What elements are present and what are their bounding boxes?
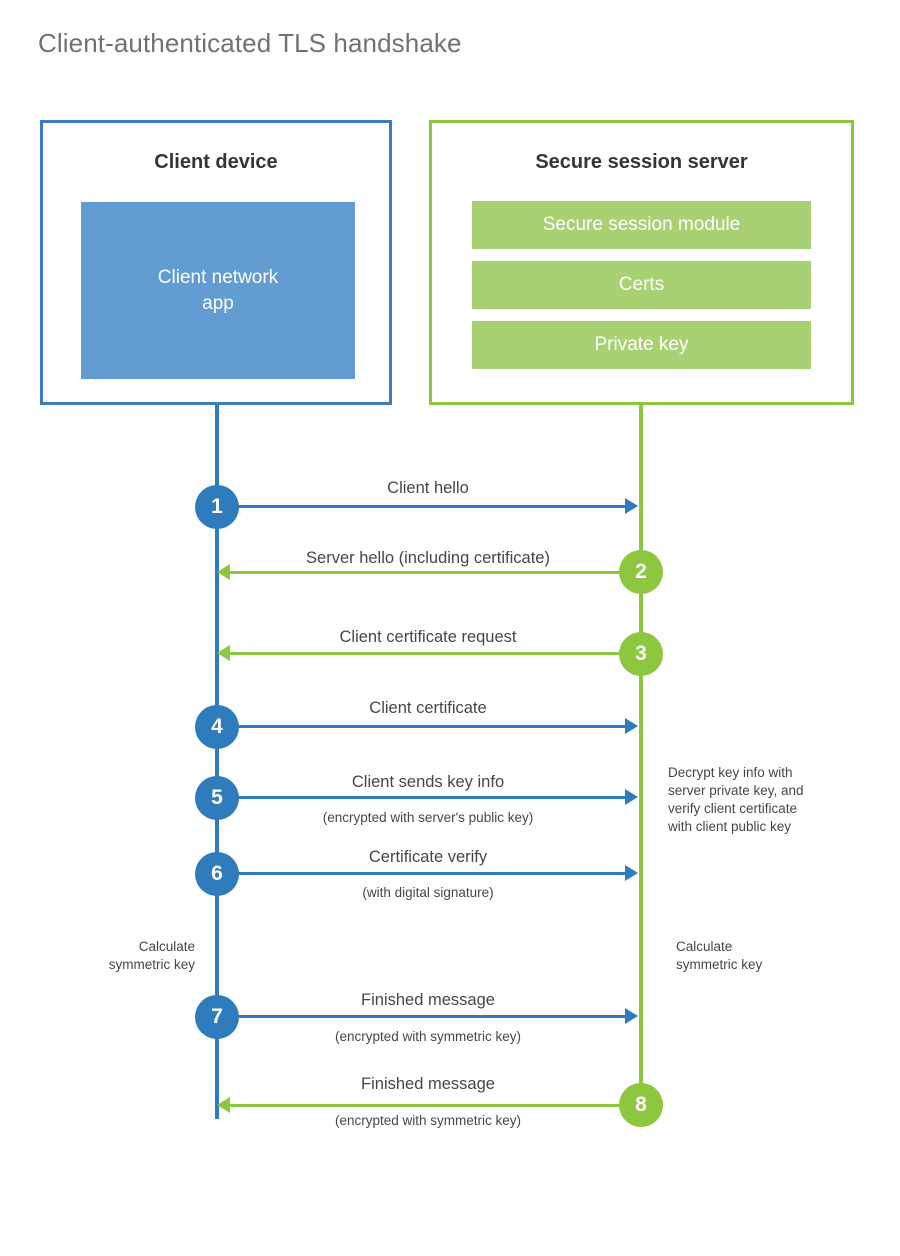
step-8-sublabel: (encrypted with symmetric key) (334, 1113, 522, 1128)
step-4-marker[interactable]: 4 (195, 705, 239, 749)
step-6-label: Certificate verify (368, 848, 488, 866)
step-2-marker[interactable]: 2 (619, 550, 663, 594)
step-2-arrow-head (217, 564, 230, 580)
step-3-marker[interactable]: 3 (619, 632, 663, 676)
step-6-arrow-line (217, 872, 627, 875)
step-6-marker[interactable]: 6 (195, 852, 239, 896)
step-8-arrow-line (228, 1104, 628, 1107)
step-8-marker[interactable]: 8 (619, 1083, 663, 1127)
client-calculate-note-line2: symmetric key (108, 957, 195, 972)
step-7-arrow-head (625, 1008, 638, 1024)
step-1-marker[interactable]: 1 (195, 485, 239, 529)
secure-session-server-box: Secure session server Secure session mod… (429, 120, 854, 405)
client-device-box: Client device Client network app (40, 120, 392, 405)
server-calculate-note-line1: Calculate (676, 939, 733, 954)
client-app-label-line1: Client network (157, 266, 279, 288)
server-decrypt-note-line2: server private key, and (668, 783, 804, 798)
step-6-sublabel: (with digital signature) (362, 885, 494, 900)
step-2-arrow-line (228, 571, 628, 574)
server-decrypt-note-line3: verify client certificate (668, 801, 798, 816)
step-1-arrow-head (625, 498, 638, 514)
step-4-arrow-line (217, 725, 627, 728)
server-component-list: Secure session module Certs Private key (472, 201, 811, 381)
step-4-label: Client certificate (369, 699, 487, 717)
step-8-arrow-head (217, 1097, 230, 1113)
step-5-label: Client sends key info (351, 773, 505, 791)
client-lifeline (215, 405, 219, 1119)
step-7-label: Finished message (361, 991, 495, 1009)
secure-session-server-title: Secure session server (535, 151, 748, 173)
server-decrypt-note-line1: Decrypt key info with (668, 765, 793, 780)
step-6-arrow-head (625, 865, 638, 881)
step-8-label: Finished message (361, 1075, 495, 1093)
server-decrypt-note-line4: with client public key (668, 819, 792, 834)
page-title: Client-authenticated TLS handshake (38, 28, 462, 58)
server-component-private-key: Private key (472, 321, 811, 369)
step-3-arrow-head (217, 645, 230, 661)
step-3-arrow-line (228, 652, 628, 655)
step-5-arrow-line (217, 796, 627, 799)
step-4-arrow-head (625, 718, 638, 734)
client-app-label-line2: app (202, 292, 234, 314)
step-7-arrow-line (217, 1015, 627, 1018)
client-calculate-note-line1: Calculate (138, 939, 195, 954)
server-calculate-note-line2: symmetric key (676, 957, 763, 972)
step-7-sublabel: (encrypted with symmetric key) (334, 1029, 522, 1044)
step-5-arrow-head (625, 789, 638, 805)
server-component-certs: Certs (472, 261, 811, 309)
client-device-title: Client device (154, 151, 278, 173)
step-5-sublabel: (encrypted with server's public key) (322, 810, 534, 825)
server-lifeline (639, 405, 643, 1107)
step-1-arrow-line (217, 505, 627, 508)
server-component-secure-session-module: Secure session module (472, 201, 811, 249)
step-5-marker[interactable]: 5 (195, 776, 239, 820)
step-2-label: Server hello (including certificate) (306, 549, 550, 567)
client-calculate-symmetric-key-note: Calculate symmetric key (45, 938, 195, 974)
client-network-app-block: Client network app (81, 202, 355, 379)
server-calculate-symmetric-key-note: Calculate symmetric key (676, 938, 836, 974)
server-decrypt-note: Decrypt key info with server private key… (668, 764, 848, 836)
step-3-label: Client certificate request (339, 628, 517, 646)
step-1-label: Client hello (387, 479, 469, 497)
step-7-marker[interactable]: 7 (195, 995, 239, 1039)
